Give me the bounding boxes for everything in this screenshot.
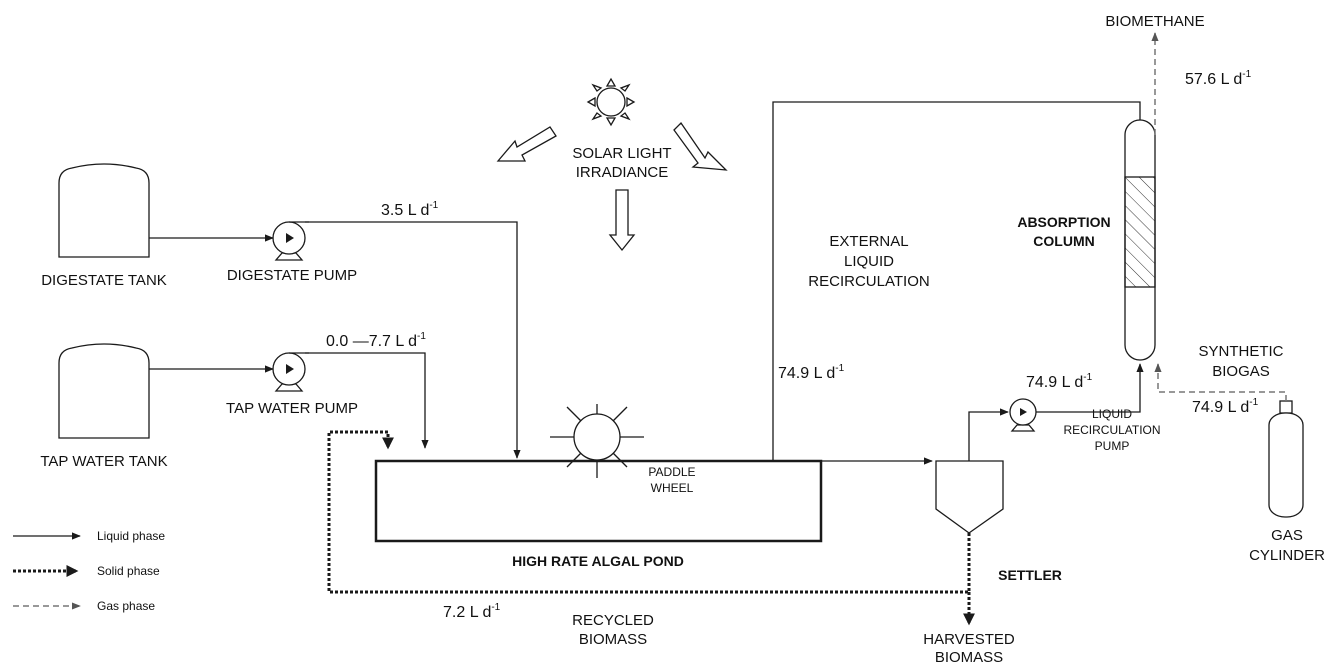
flow-recirculation-pump: 74.9 L d-1 <box>1026 372 1093 391</box>
irradiance-arrow-left-icon <box>496 126 557 162</box>
flow-recycled-biomass: 7.2 L d-1 <box>443 602 501 621</box>
digestate-tank <box>58 163 150 258</box>
recycled-biomass-label-2: BIOMASS <box>579 631 647 648</box>
paddle-wheel-label-2: WHEEL <box>651 481 694 495</box>
harvested-biomass-label-2: BIOMASS <box>935 649 1003 666</box>
external-recirculation-label-3: RECIRCULATION <box>808 273 929 290</box>
solar-light-label-2: IRRADIANCE <box>576 164 669 181</box>
external-recirculation-label-2: LIQUID <box>844 253 894 270</box>
gas-cylinder-icon <box>1268 400 1304 518</box>
digestate-pump-icon <box>272 221 309 261</box>
external-recirculation-label-1: EXTERNAL <box>829 233 908 250</box>
gas-cylinder-label-1: GAS <box>1271 527 1303 544</box>
tapwater-to-pond-line <box>305 352 429 449</box>
gas-cylinder-label-2: CYLINDER <box>1249 547 1325 564</box>
tap-water-pump-label: TAP WATER PUMP <box>226 400 358 417</box>
pump-to-column-line <box>1036 363 1144 413</box>
high-rate-algal-pond <box>374 459 823 543</box>
digestate-pump-label: DIGESTATE PUMP <box>227 267 357 284</box>
sun-icon <box>586 77 636 127</box>
biogas-line <box>1154 363 1287 401</box>
flow-external-recirculation: 74.9 L d-1 <box>778 363 845 382</box>
liquid-recirculation-pump-label-3: PUMP <box>1095 439 1130 453</box>
absorption-column <box>1124 119 1156 361</box>
tap-water-pump-icon <box>272 352 309 392</box>
settler <box>935 460 1004 534</box>
digestate-tank-label: DIGESTATE TANK <box>41 272 167 289</box>
tap-water-tank <box>58 343 150 439</box>
flow-tap-water: 0.0 —7.7 L d-1 <box>326 331 426 350</box>
synthetic-biogas-label-1: SYNTHETIC <box>1198 343 1283 360</box>
paddle-wheel-label-1: PADDLE <box>648 465 695 479</box>
external-recirculation-line <box>772 101 1141 460</box>
digestate-to-pond-line <box>305 221 521 459</box>
absorption-column-label-2: COLUMN <box>1033 233 1094 249</box>
liquid-recirculation-pump-label-1: LIQUID <box>1092 407 1132 421</box>
legend: Liquid phase Solid phase Gas phase <box>13 529 165 613</box>
tap-water-tank-label: TAP WATER TANK <box>40 453 167 470</box>
flow-biomethane: 57.6 L d-1 <box>1185 69 1252 88</box>
flow-digestate: 3.5 L d-1 <box>381 200 439 219</box>
harvested-biomass-label-1: HARVESTED <box>923 631 1015 648</box>
flow-biogas: 74.9 L d-1 <box>1192 397 1259 416</box>
settler-to-pump-line <box>968 408 1009 461</box>
paddle-wheel-icon <box>550 404 644 478</box>
recycled-biomass-label-1: RECYCLED <box>572 612 654 629</box>
liquid-recirculation-pump-icon <box>1009 398 1037 432</box>
legend-liquid-label: Liquid phase <box>97 529 165 543</box>
recycled-biomass-line <box>327 430 971 594</box>
irradiance-arrow-right-icon <box>673 121 728 171</box>
synthetic-biogas-label-2: BIOGAS <box>1212 363 1270 380</box>
liquid-recirculation-pump-label-2: RECIRCULATION <box>1063 423 1160 437</box>
hrap-label: HIGH RATE ALGAL POND <box>512 553 684 569</box>
legend-gas-label: Gas phase <box>97 599 155 613</box>
absorption-column-label-1: ABSORPTION <box>1017 214 1110 230</box>
settler-label: SETTLER <box>998 567 1062 583</box>
biomethane-label: BIOMETHANE <box>1105 13 1204 30</box>
legend-solid-label: Solid phase <box>97 564 160 578</box>
irradiance-arrow-down-icon <box>608 189 636 252</box>
solar-light-label-1: SOLAR LIGHT <box>572 145 671 162</box>
